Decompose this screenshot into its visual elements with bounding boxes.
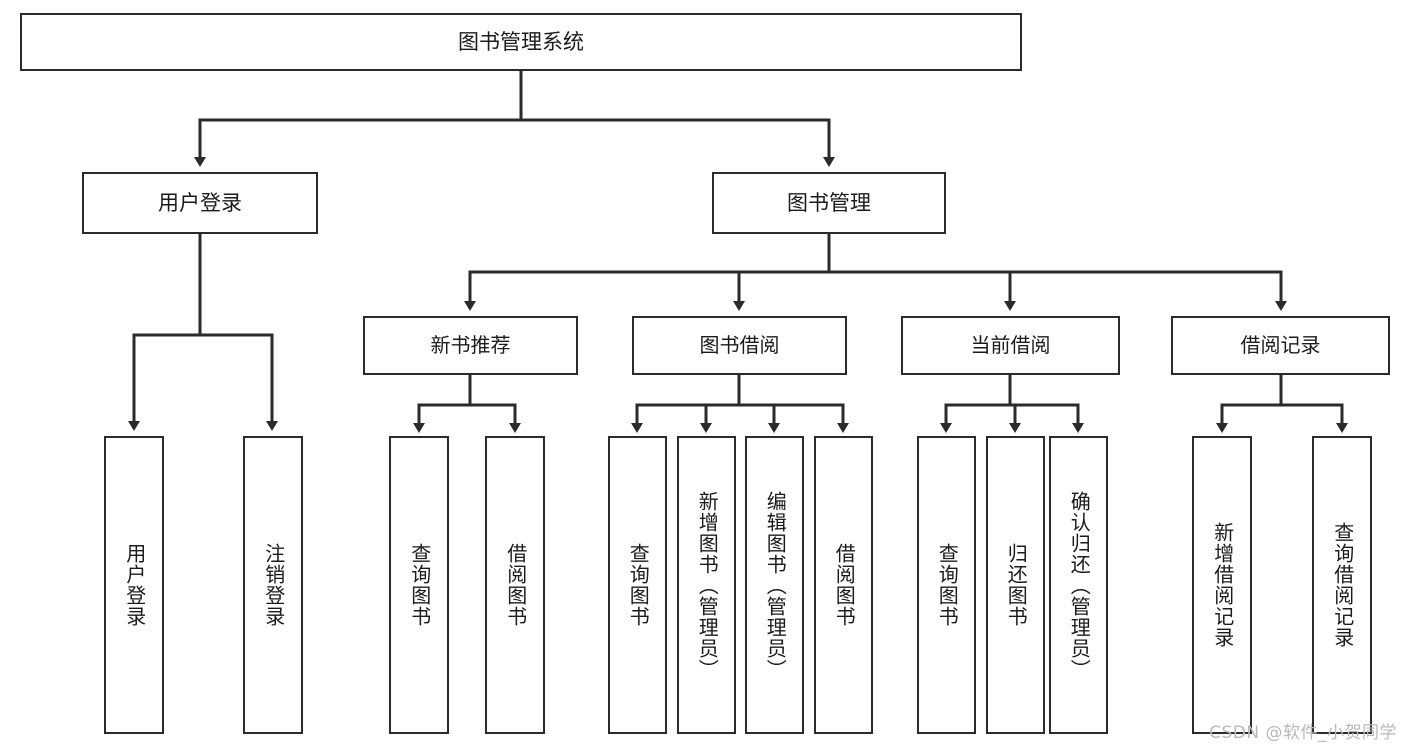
- node-leaf-user-logout-label: 注销登录: [261, 543, 286, 627]
- node-leaf-add-book[interactable]: 新增图书（管理员）: [677, 436, 736, 734]
- node-leaf-query-book-rec-label: 查询图书: [407, 543, 432, 627]
- node-leaf-return-book-label: 归还图书: [1004, 543, 1029, 627]
- node-leaf-add-record-label: 新增借阅记录: [1210, 522, 1235, 648]
- node-leaf-confirm-return-label: 确认归还（管理员）: [1067, 490, 1092, 680]
- node-leaf-query-book-rec[interactable]: 查询图书: [389, 436, 449, 734]
- watermark-text: CSDN @软件_小贺同学: [1209, 723, 1397, 743]
- node-book-borrow[interactable]: 图书借阅: [632, 316, 847, 375]
- node-user-login[interactable]: 用户登录: [82, 172, 318, 234]
- node-leaf-query-record-label: 查询借阅记录: [1330, 522, 1355, 648]
- node-leaf-add-record[interactable]: 新增借阅记录: [1192, 436, 1252, 734]
- node-leaf-borrow-book[interactable]: 借阅图书: [814, 436, 873, 734]
- node-root[interactable]: 图书管理系统: [20, 13, 1022, 71]
- node-new-book-recommend-label: 新书推荐: [430, 332, 511, 357]
- node-leaf-query-book-borrow-label: 查询图书: [626, 543, 651, 627]
- node-book-borrow-label: 图书借阅: [699, 332, 780, 357]
- node-leaf-borrow-book-label: 借阅图书: [832, 543, 857, 627]
- node-leaf-borrow-book-rec[interactable]: 借阅图书: [485, 436, 545, 734]
- node-leaf-user-login-label: 用户登录: [122, 543, 147, 627]
- node-new-book-recommend[interactable]: 新书推荐: [363, 316, 578, 375]
- node-leaf-edit-book[interactable]: 编辑图书（管理员）: [745, 436, 804, 734]
- node-leaf-return-book[interactable]: 归还图书: [986, 436, 1045, 734]
- node-borrow-record[interactable]: 借阅记录: [1171, 316, 1390, 375]
- node-root-label: 图书管理系统: [458, 29, 584, 54]
- node-book-manage-label: 图书管理: [787, 190, 871, 215]
- node-user-login-label: 用户登录: [158, 190, 242, 215]
- node-leaf-query-book-borrow[interactable]: 查询图书: [608, 436, 667, 734]
- node-borrow-record-label: 借阅记录: [1240, 332, 1321, 357]
- node-leaf-add-book-label: 新增图书（管理员）: [695, 490, 720, 680]
- node-leaf-edit-book-label: 编辑图书（管理员）: [763, 490, 788, 680]
- node-leaf-query-book-current[interactable]: 查询图书: [917, 436, 976, 734]
- node-current-borrow-label: 当前借阅: [970, 332, 1051, 357]
- node-book-manage[interactable]: 图书管理: [712, 172, 946, 234]
- node-leaf-query-record[interactable]: 查询借阅记录: [1312, 436, 1372, 734]
- node-leaf-confirm-return[interactable]: 确认归还（管理员）: [1049, 436, 1108, 734]
- node-leaf-borrow-book-rec-label: 借阅图书: [503, 543, 528, 627]
- node-leaf-user-logout[interactable]: 注销登录: [243, 436, 303, 734]
- node-leaf-user-login[interactable]: 用户登录: [104, 436, 164, 734]
- node-current-borrow[interactable]: 当前借阅: [901, 316, 1120, 375]
- node-leaf-query-book-current-label: 查询图书: [935, 543, 960, 627]
